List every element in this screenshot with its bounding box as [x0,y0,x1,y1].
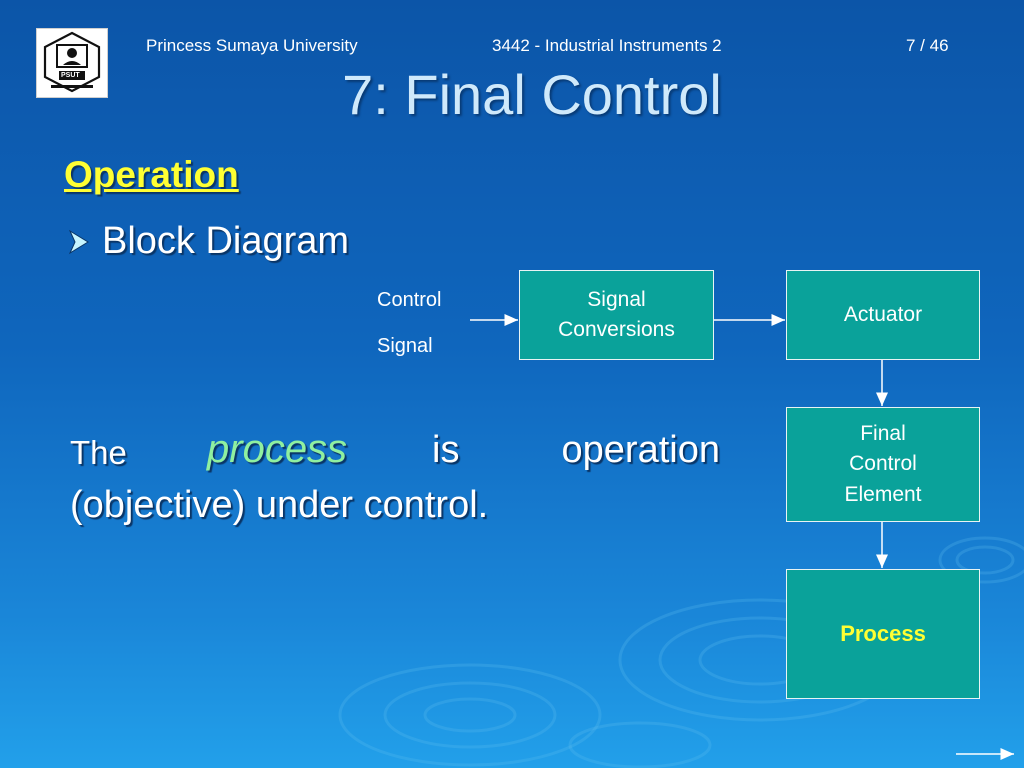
paragraph-line-2: (objective) under control. [70,484,489,526]
box-signal-conversions: Signal Conversions [519,270,714,360]
box-actuator-label: Actuator [843,302,923,326]
box-signal-conversions-label: Signal Conversions [558,287,675,341]
box-process-label: Process [840,621,926,647]
header-university: Princess Sumaya University [146,36,358,55]
input-label-signal: Signal [377,335,433,357]
box-process: Process [786,569,980,699]
box-actuator: Actuator [786,270,980,360]
paragraph-line-1: The process is operation [70,426,720,476]
bullet-text: Block Diagram [102,220,350,262]
logo-text: PSUT [61,72,80,79]
box-final-control-element-label: Final Control Element [844,421,922,506]
header-course: 3442 - Industrial Instruments 2 [492,36,722,55]
university-crest-icon [43,31,101,93]
slide-number: 7 / 46 [906,36,949,55]
word-is: is [432,429,460,471]
word-the: The [70,434,127,471]
input-label-control: Control [377,289,442,311]
university-logo: PSUT [36,28,108,98]
section-heading: Operation [64,154,239,195]
slide-title: 7: Final Control [342,63,722,126]
word-operation: operation [561,429,720,471]
word-process: process [207,427,348,471]
bullet-item: Block Diagram [64,220,349,263]
box-final-control-element: Final Control Element [786,407,980,522]
arrow-bullet-icon [68,229,89,254]
